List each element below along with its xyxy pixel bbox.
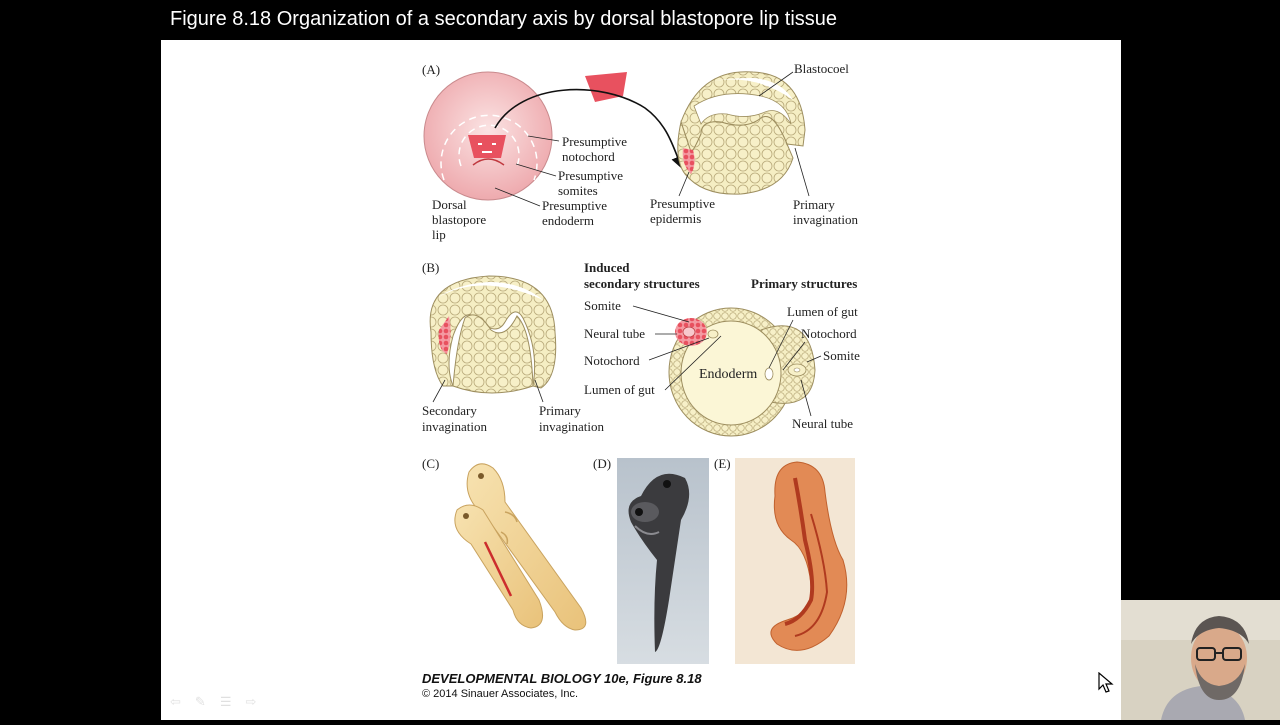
label-primary-invagination-a-1: Primary xyxy=(793,197,835,212)
panel-label-e: (E) xyxy=(714,456,731,471)
label-secondary-invagination-2: invagination xyxy=(422,419,487,434)
label-presumptive-notochord-2: notochord xyxy=(562,149,615,164)
caption-copyright: © 2014 Sinauer Associates, Inc. xyxy=(422,688,579,700)
conjoined-tadpole-illustration xyxy=(454,463,587,631)
webcam-presenter-video xyxy=(1121,600,1280,720)
label-dorsal-lip-2: blastopore xyxy=(432,212,486,227)
label-endoderm: Endoderm xyxy=(699,367,757,382)
panel-b-labels: Somite Neural tube Notochord Lumen of gu… xyxy=(422,298,860,434)
label-dorsal-lip-1: Dorsal xyxy=(432,197,467,212)
panel-label-d: (D) xyxy=(593,456,611,471)
label-presumptive-notochord-1: Presumptive xyxy=(562,134,627,149)
label-blastocoel: Blastocoel xyxy=(794,61,849,76)
label-primary-invagination-b-2: invagination xyxy=(539,419,604,434)
photo-stained-embryo xyxy=(735,458,855,664)
label-secondary-invagination-1: Secondary xyxy=(422,403,477,418)
next-slide-icon[interactable]: ⇨ xyxy=(245,694,257,709)
pen-icon[interactable]: ✎ xyxy=(194,694,206,709)
label-presumptive-somites-2: somites xyxy=(558,183,598,198)
label-presumptive-endoderm-2: endoderm xyxy=(542,213,594,228)
slide-canvas: (A) Blastocoel Presumptive notoc xyxy=(161,40,1121,720)
slideshow-controls: ⇦ ✎ ☰ ⇨ xyxy=(170,694,256,710)
donor-egg xyxy=(423,71,553,201)
heading-primary: Primary structures xyxy=(751,276,857,291)
label-notochord-left: Notochord xyxy=(584,353,640,368)
host-gastrula xyxy=(677,71,806,195)
panel-label-b: (B) xyxy=(422,260,439,275)
caption-book-title: DEVELOPMENTAL BIOLOGY 10e xyxy=(422,671,626,686)
label-primary-invagination-b-1: Primary xyxy=(539,403,581,418)
label-presumptive-endoderm-1: Presumptive xyxy=(542,198,607,213)
label-somite-left: Somite xyxy=(584,298,621,313)
label-somite-right: Somite xyxy=(823,348,860,363)
label-lumen-left: Lumen of gut xyxy=(584,382,655,397)
figure-diagram: (A) Blastocoel Presumptive notoc xyxy=(422,61,860,664)
panel-label-a: (A) xyxy=(422,62,440,77)
photo-secondary-axis-tadpole xyxy=(617,458,709,664)
label-lumen-right: Lumen of gut xyxy=(787,304,858,319)
label-presumptive-epidermis-2: epidermis xyxy=(650,211,701,226)
caption-figure-ref: , Figure 8.18 xyxy=(625,671,702,686)
label-presumptive-epidermis-1: Presumptive xyxy=(650,196,715,211)
label-primary-invagination-a-2: invagination xyxy=(793,212,858,227)
panel-a-labels: Blastocoel Presumptive notochord Presump… xyxy=(432,61,858,242)
label-notochord-right: Notochord xyxy=(801,326,857,341)
label-neural-tube-left: Neural tube xyxy=(584,326,645,341)
menu-icon[interactable]: ☰ xyxy=(219,694,232,709)
mouse-cursor-icon xyxy=(1098,672,1114,693)
label-dorsal-lip-3: lip xyxy=(432,227,446,242)
figure-title: Figure 8.18 Organization of a secondary … xyxy=(170,8,838,30)
heading-induced-2: secondary structures xyxy=(584,276,700,291)
transplant-arrow xyxy=(494,88,684,169)
label-neural-tube-right: Neural tube xyxy=(792,416,853,431)
figure-caption: DEVELOPMENTAL BIOLOGY 10e, Figure 8.18 ©… xyxy=(422,671,702,700)
panel-label-c: (C) xyxy=(422,456,439,471)
double-invagination-gastrula xyxy=(429,275,557,394)
previous-slide-icon[interactable]: ⇦ xyxy=(170,694,181,709)
embryo-cross-section xyxy=(668,307,816,437)
excised-lip-tissue xyxy=(585,72,627,102)
label-presumptive-somites-1: Presumptive xyxy=(558,168,623,183)
heading-induced-1: Induced xyxy=(584,260,630,275)
